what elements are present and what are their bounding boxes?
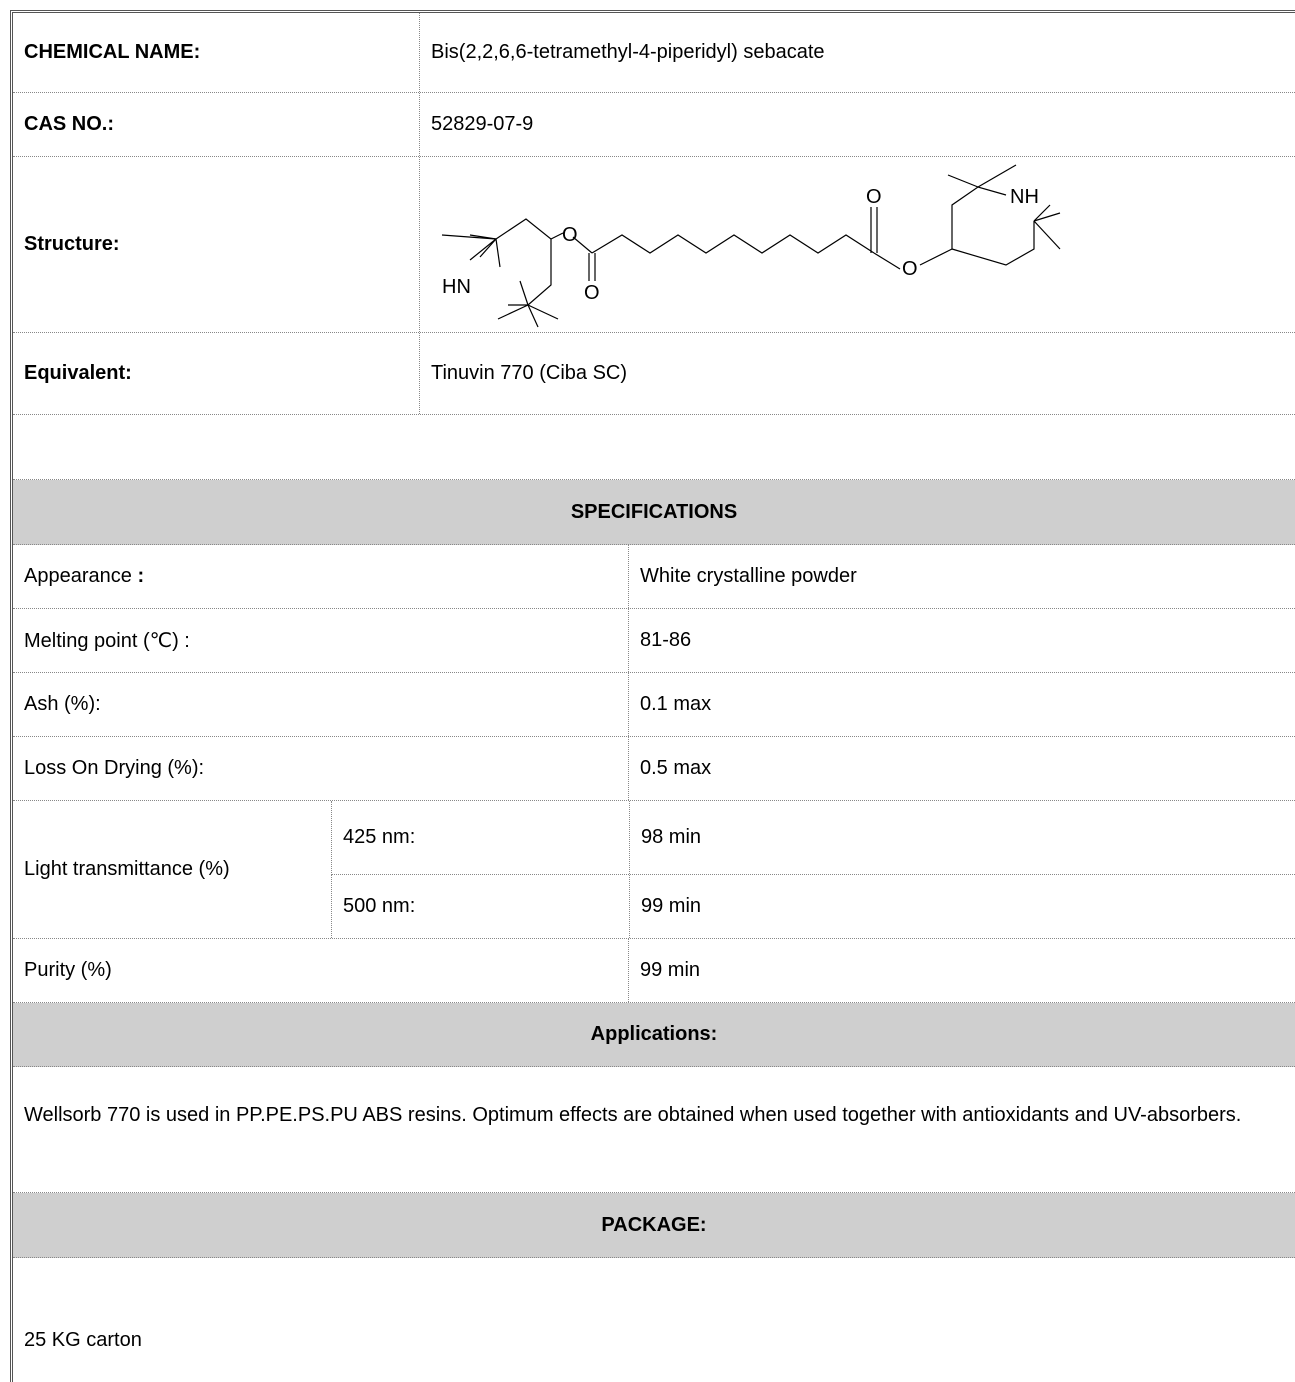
appearance-label: Appearance : — [24, 565, 145, 587]
purity-label: Purity (%) — [24, 959, 112, 981]
ash-label: Ash (%): — [24, 693, 101, 715]
atom-o-left-carbonyl: O — [584, 282, 600, 304]
chemical-name-label: CHEMICAL NAME: — [24, 41, 201, 63]
atom-o-right-carbonyl: O — [866, 186, 882, 208]
structure-cell: O O O O HN NH — [419, 157, 1295, 332]
atom-hn-left: HN — [442, 276, 471, 298]
cas-value: 52829-07-9 — [419, 93, 1295, 156]
applications-text: Wellsorb 770 is used in PP.PE.PS.PU ABS … — [24, 1104, 1242, 1126]
chemical-name-value: Bis(2,2,6,6-tetramethyl-4-piperidyl) seb… — [419, 13, 1295, 92]
specifications-title: SPECIFICATIONS — [570, 500, 738, 523]
lod-value: 0.5 max — [628, 737, 1295, 800]
equivalent-label: Equivalent: — [24, 362, 132, 384]
light-sub-425: 425 nm: 98 min — [331, 801, 1295, 875]
row-equivalent: Equivalent: Tinuvin 770 (Ciba SC) — [13, 333, 1295, 415]
row-appearance: Appearance : White crystalline powder — [13, 545, 1295, 609]
melting-value: 81-86 — [628, 609, 1295, 672]
light-500-label: 500 nm: — [343, 895, 416, 917]
row-cas: CAS NO.: 52829-07-9 — [13, 93, 1295, 157]
appearance-value: White crystalline powder — [628, 545, 1295, 608]
light-sub-500: 500 nm: 99 min — [331, 875, 1295, 938]
cas-label: CAS NO.: — [24, 113, 114, 135]
spacer-row — [13, 415, 1295, 480]
melting-label: Melting point (℃) : — [24, 630, 190, 652]
light-500-value: 99 min — [629, 875, 1295, 938]
equivalent-value: Tinuvin 770 (Ciba SC) — [419, 333, 1295, 414]
atom-o-left-ester: O — [562, 224, 578, 246]
light-label: Light transmittance (%) — [24, 858, 230, 880]
row-loss-on-drying: Loss On Drying (%): 0.5 max — [13, 737, 1295, 801]
applications-title: Applications: — [590, 1023, 718, 1045]
atom-nh-right: NH — [1010, 186, 1039, 208]
light-425-value: 98 min — [629, 801, 1295, 874]
light-425-label: 425 nm: — [343, 826, 416, 848]
atom-o-right-ester: O — [902, 258, 918, 280]
row-light-transmittance: Light transmittance (%) 425 nm: 98 min 5… — [13, 801, 1295, 939]
row-chemical-name: CHEMICAL NAME: Bis(2,2,6,6-tetramethyl-4… — [13, 13, 1295, 93]
structure-label: Structure: — [24, 233, 120, 255]
row-structure: Structure: — [13, 157, 1295, 333]
purity-value: 99 min — [628, 939, 1295, 1002]
package-text: 25 KG carton — [24, 1329, 142, 1351]
specifications-header: SPECIFICATIONS — [13, 480, 1295, 545]
lod-label: Loss On Drying (%): — [24, 757, 205, 779]
row-melting-point: Melting point (℃) : 81-86 — [13, 609, 1295, 673]
row-ash: Ash (%): 0.1 max — [13, 673, 1295, 737]
applications-header: Applications: — [13, 1003, 1295, 1067]
row-applications-text: Wellsorb 770 is used in PP.PE.PS.PU ABS … — [13, 1067, 1295, 1193]
package-header: PACKAGE: — [13, 1193, 1295, 1258]
package-title: PACKAGE: — [601, 1213, 707, 1236]
document-frame — [10, 10, 1295, 1382]
ash-value: 0.1 max — [628, 673, 1295, 736]
row-purity: Purity (%) 99 min — [13, 939, 1295, 1003]
structure-diagram: O O O O HN NH — [441, 164, 1061, 328]
